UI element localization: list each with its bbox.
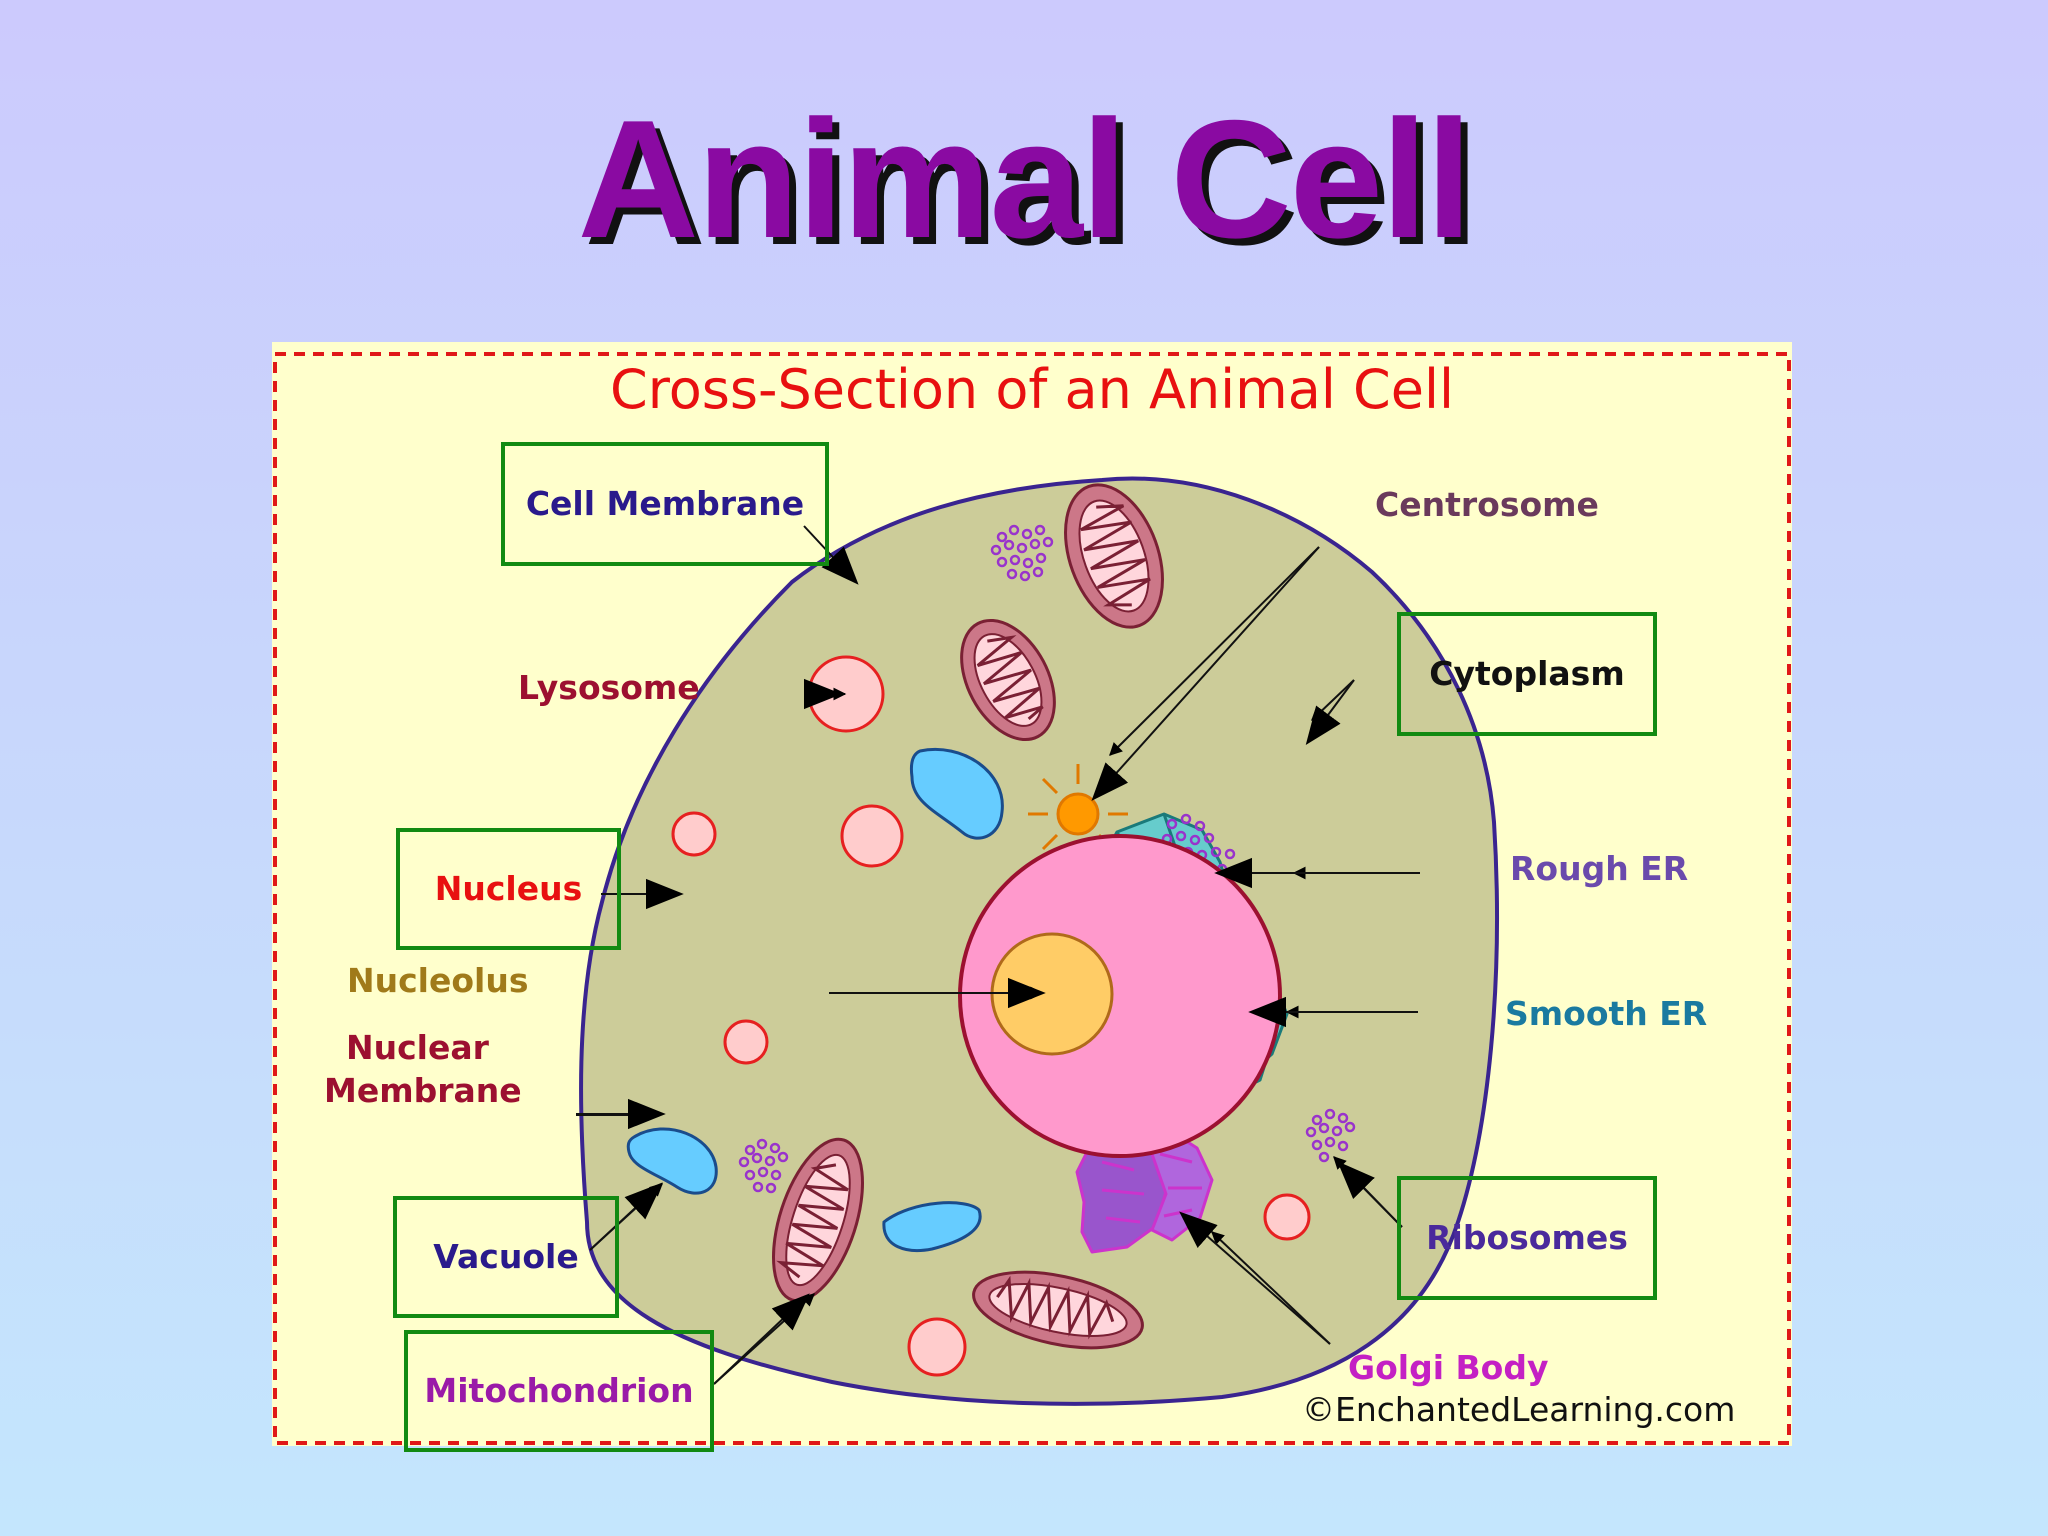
nucleus-label-box: Nucleus	[396, 828, 621, 950]
nuclear-membrane-label-line1: Nuclear	[346, 1028, 489, 1067]
vacuole	[626, 1127, 718, 1195]
slide-title: Animal Cell	[577, 85, 1473, 273]
cytoplasm-label-box: Cytoplasm	[1397, 612, 1657, 736]
vacuole-label: Vacuole	[433, 1237, 579, 1277]
mitochondrion-label-box: Mitochondrion	[404, 1330, 714, 1452]
copyright-credit: ©EnchantedLearning.com	[1302, 1390, 1736, 1429]
ribosome-cluster	[1305, 1108, 1356, 1163]
diagram-title: Cross-Section of an Animal Cell	[610, 358, 1454, 421]
vacuole-label-box: Vacuole	[393, 1196, 619, 1318]
centrosome-shape	[1028, 764, 1128, 864]
cell-membrane-label-box: Cell Membrane	[501, 442, 829, 566]
diagram-frame-border	[273, 352, 1791, 1445]
mitochondrion	[972, 1270, 1144, 1350]
cell-membrane-label: Cell Membrane	[525, 484, 805, 524]
smooth-er-label: Smooth ER	[1505, 994, 1708, 1033]
pointer-lines	[576, 525, 1420, 1385]
rough-er-label: Rough ER	[1510, 849, 1689, 888]
mitochondrion	[772, 1137, 864, 1303]
nucleus-shape	[958, 834, 1282, 1158]
ribosome-cluster	[990, 524, 1054, 582]
nucleus-label: Nucleus	[434, 869, 583, 909]
lysosome-label: Lysosome	[518, 668, 700, 707]
nuclear-membrane-label-line2: Membrane	[324, 1071, 522, 1110]
cytoplasm-label: Cytoplasm	[1429, 654, 1625, 694]
nucleolus-label: Nucleolus	[347, 961, 529, 1000]
ribosome-cluster	[738, 1138, 789, 1194]
mitochondrion	[1064, 483, 1164, 629]
vacuole	[882, 1201, 982, 1252]
animal-cell-diagram	[273, 352, 1791, 1445]
centrosome-label: Centrosome	[1375, 485, 1599, 524]
lysosome	[671, 655, 1311, 1377]
ribosomes-label: Ribosomes	[1426, 1218, 1628, 1258]
mitochondrion-label: Mitochondrion	[424, 1371, 694, 1411]
diagram-panel: Cross-Section of an Animal Cell Cell Mem…	[272, 342, 1792, 1452]
golgi-body-label: Golgi Body	[1348, 1348, 1549, 1387]
ribosomes-label-box: Ribosomes	[1397, 1176, 1657, 1300]
mitochondrion	[960, 618, 1056, 742]
vacuole	[909, 748, 1004, 840]
